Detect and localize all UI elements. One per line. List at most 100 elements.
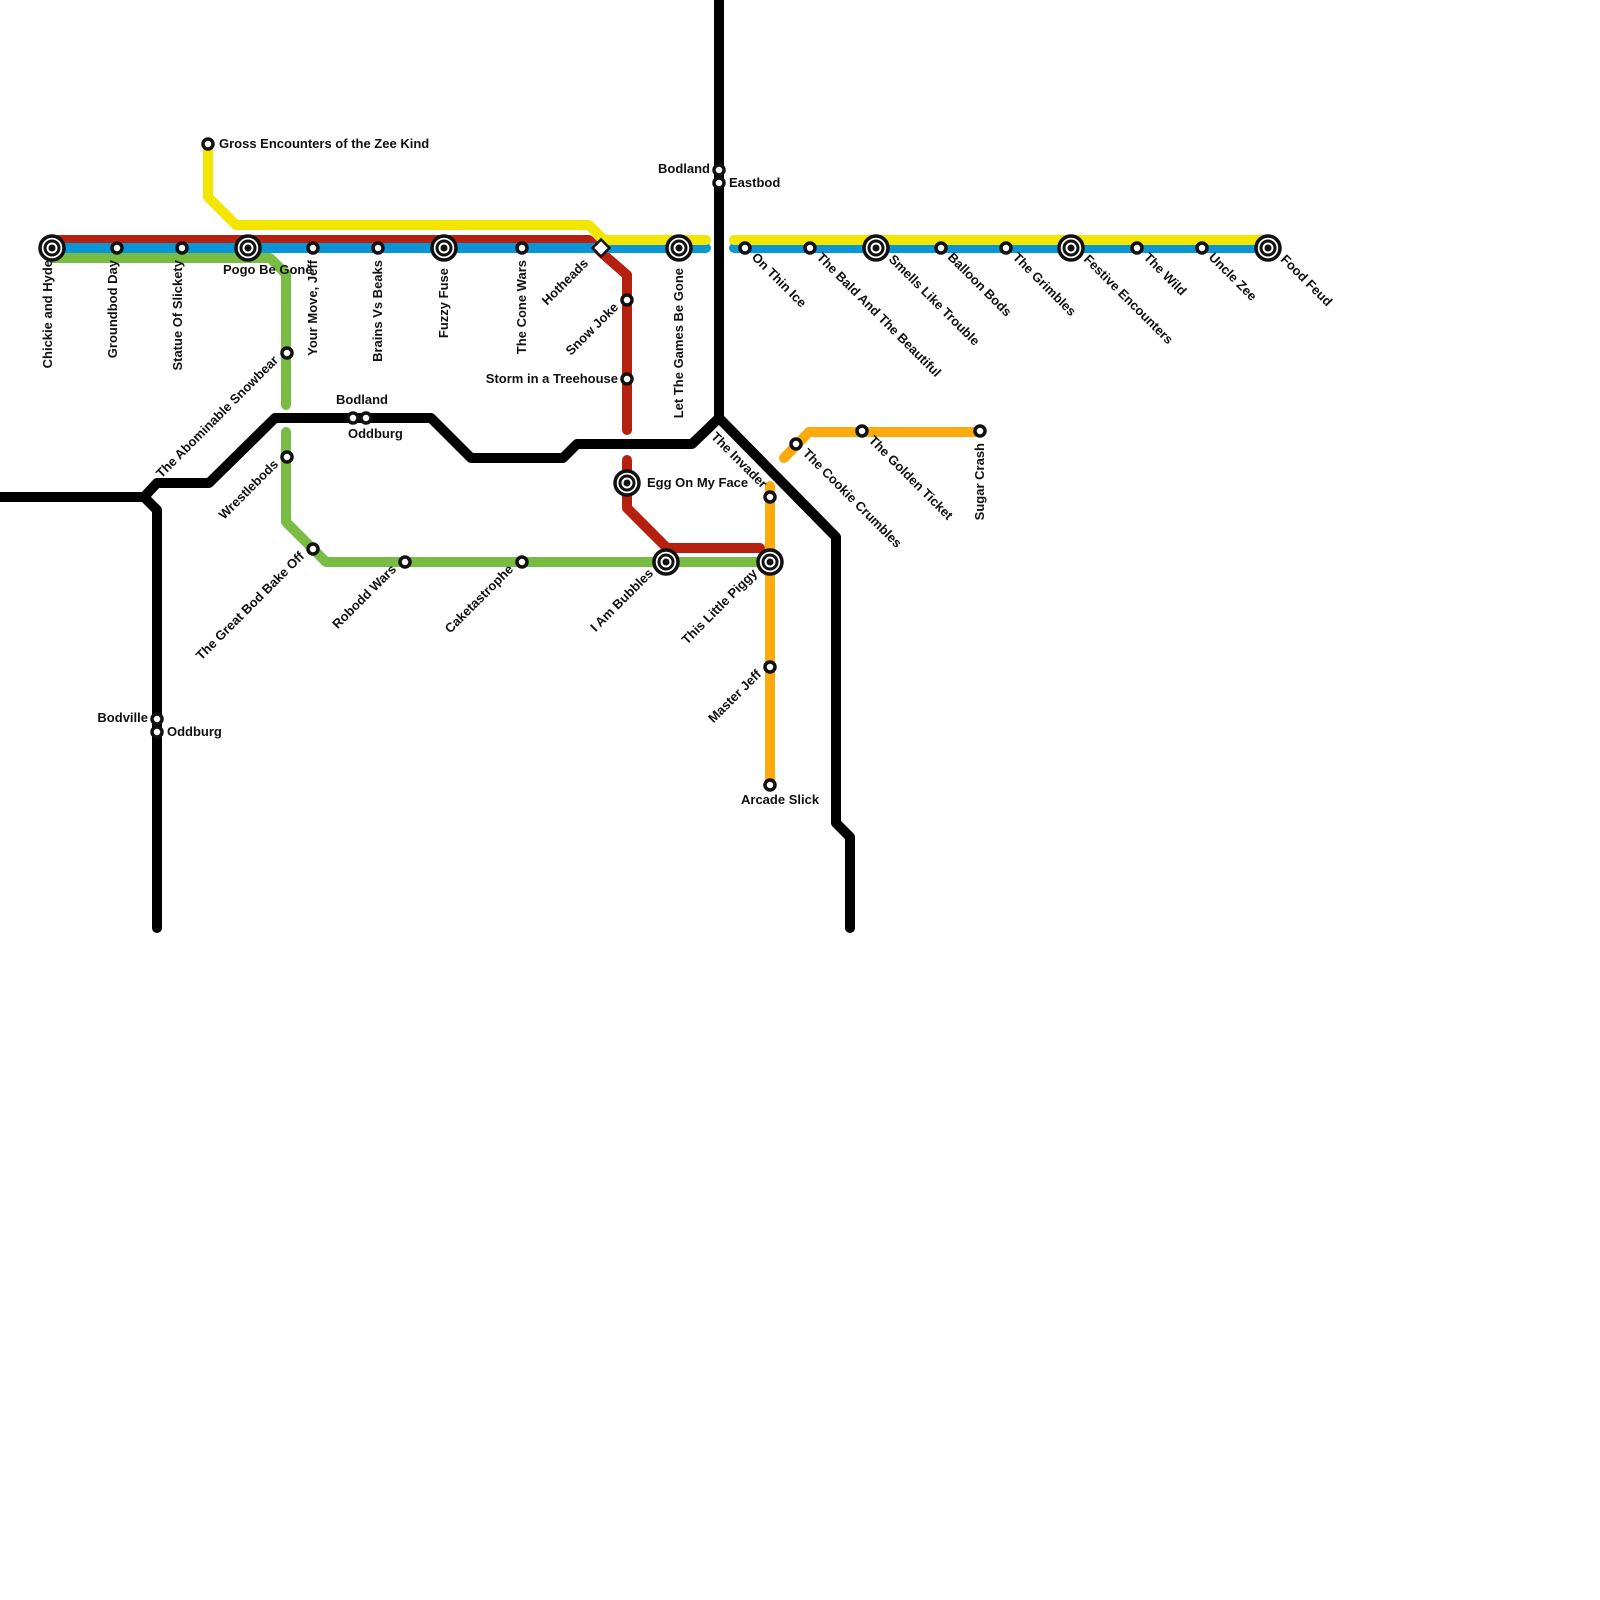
stop-dot — [346, 411, 360, 425]
st-storm-in-a-treehouse-label: Storm in a Treehouse — [486, 371, 618, 386]
lines-layer — [0, 0, 1273, 933]
st-wrestlebods-marker[interactable] — [280, 450, 294, 464]
stop-dot — [515, 555, 529, 569]
st-your-move-jeff-label: Your Move, Jeff — [305, 259, 320, 356]
st-statue-of-slickety-label: Statue Of Slickety — [170, 259, 185, 370]
st-the-cookie-crumbles-marker[interactable] — [789, 437, 803, 451]
st-food-feud-marker[interactable] — [1254, 234, 1282, 262]
st-i-am-bubbles-marker[interactable] — [652, 548, 680, 576]
st-brains-vs-beaks-marker[interactable] — [371, 241, 385, 255]
st-the-cone-wars-marker[interactable] — [515, 241, 529, 255]
stop-dot — [1130, 241, 1144, 255]
st-snow-joke-marker[interactable] — [620, 293, 634, 307]
stations-layer — [38, 137, 1282, 792]
stop-dot — [712, 176, 726, 190]
st-hotheads-marker[interactable] — [590, 237, 612, 259]
stop-dot — [280, 450, 294, 464]
st-sugar-crash-marker[interactable] — [973, 424, 987, 438]
st-the-grimbles-marker[interactable] — [999, 241, 1013, 255]
st-bodland-north-marker[interactable] — [712, 163, 726, 177]
st-bodland-mid-marker[interactable] — [346, 411, 360, 425]
st-chickie-and-hyde-marker[interactable] — [38, 234, 66, 262]
green-line-segment — [47, 253, 291, 410]
st-groundbod-day-marker[interactable] — [110, 241, 124, 255]
st-on-thin-ice-label: On Thin Ice — [749, 250, 810, 311]
st-the-golden-ticket-marker[interactable] — [855, 424, 869, 438]
st-on-thin-ice-marker[interactable] — [738, 241, 752, 255]
st-uncle-zee-marker[interactable] — [1195, 241, 1209, 255]
black-line-segment — [0, 0, 724, 502]
st-fuzzy-fuse-marker[interactable] — [430, 234, 458, 262]
st-oddburg-mid-marker[interactable] — [359, 411, 373, 425]
st-festive-encounters-marker[interactable] — [1057, 234, 1085, 262]
stop-dot — [620, 372, 634, 386]
st-the-bald-and-the-beautiful-marker[interactable] — [803, 241, 817, 255]
red-line-segment — [622, 455, 765, 553]
st-eastbod-label: Eastbod — [729, 175, 780, 190]
st-the-abominable-snowbear-label: The Abominable Snowbear — [153, 353, 281, 481]
st-let-the-games-be-gone-marker[interactable] — [665, 234, 693, 262]
st-the-wild-marker[interactable] — [1130, 241, 1144, 255]
interchange-dot — [872, 244, 880, 252]
st-arcade-slick-marker[interactable] — [763, 778, 777, 792]
st-caketastrophe-marker[interactable] — [515, 555, 529, 569]
st-storm-in-a-treehouse-marker[interactable] — [620, 372, 634, 386]
st-bodville-label: Bodville — [97, 710, 148, 725]
stop-dot — [515, 241, 529, 255]
stop-dot — [763, 778, 777, 792]
stop-dot — [175, 241, 189, 255]
black-line-segment — [714, 413, 855, 933]
st-the-invader-marker[interactable] — [763, 490, 777, 504]
stop-dot — [855, 424, 869, 438]
st-robodd-wars-marker[interactable] — [398, 555, 412, 569]
st-bodland-mid-label: Bodland — [336, 392, 388, 407]
interchange-dot — [1264, 244, 1272, 252]
st-eastbod-marker[interactable] — [712, 176, 726, 190]
stop-dot — [763, 660, 777, 674]
st-balloon-bods-marker[interactable] — [934, 241, 948, 255]
interchange-dot — [440, 244, 448, 252]
st-egg-on-my-face-marker[interactable] — [613, 469, 641, 497]
interchange-dot — [662, 558, 670, 566]
st-your-move-jeff-marker[interactable] — [306, 241, 320, 255]
st-bodland-north-label: Bodland — [658, 161, 710, 176]
st-robodd-wars-label: Robodd Wars — [329, 562, 399, 632]
st-gross-encounters-marker[interactable] — [201, 137, 215, 151]
interchange-dot — [48, 244, 56, 252]
st-sugar-crash-label: Sugar Crash — [972, 443, 987, 520]
stop-dot — [150, 725, 164, 739]
st-brains-vs-beaks-label: Brains Vs Beaks — [370, 260, 385, 362]
st-fuzzy-fuse-label: Fuzzy Fuse — [436, 268, 451, 338]
st-this-little-piggy-marker[interactable] — [756, 548, 784, 576]
st-the-cone-wars-label: The Cone Wars — [514, 260, 529, 354]
orange-line — [765, 427, 984, 789]
black-line — [0, 0, 855, 933]
st-hotheads-label: Hotheads — [539, 256, 591, 308]
st-i-am-bubbles-label: I Am Bubbles — [587, 566, 656, 635]
interchange-dot — [766, 558, 774, 566]
st-smells-like-trouble-marker[interactable] — [862, 234, 890, 262]
interchange-dot — [1067, 244, 1075, 252]
stop-dot — [280, 346, 294, 360]
st-egg-on-my-face-label: Egg On My Face — [647, 475, 748, 490]
red-line — [47, 235, 765, 553]
green-line-segment — [281, 427, 775, 567]
st-balloon-bods-label: Balloon Bods — [945, 250, 1015, 320]
stop-dot — [201, 137, 215, 151]
stop-dot — [306, 241, 320, 255]
yellow-line-segment — [203, 139, 711, 245]
st-the-great-bod-bake-off-marker[interactable] — [306, 542, 320, 556]
st-master-jeff-marker[interactable] — [763, 660, 777, 674]
interchange-dot — [623, 479, 631, 487]
st-snow-joke-label: Snow Joke — [562, 300, 621, 359]
st-pogo-be-gone-marker[interactable] — [234, 234, 262, 262]
st-bodville-marker[interactable] — [150, 712, 164, 726]
st-oddburg-west-marker[interactable] — [150, 725, 164, 739]
st-master-jeff-label: Master Jeff — [705, 666, 765, 726]
stop-dot — [738, 241, 752, 255]
st-the-abominable-snowbear-marker[interactable] — [280, 346, 294, 360]
st-this-little-piggy-label: This Little Piggy — [679, 565, 761, 647]
st-statue-of-slickety-marker[interactable] — [175, 241, 189, 255]
interchange-dot — [675, 244, 683, 252]
st-the-golden-ticket-label: The Golden Ticket — [866, 433, 957, 524]
